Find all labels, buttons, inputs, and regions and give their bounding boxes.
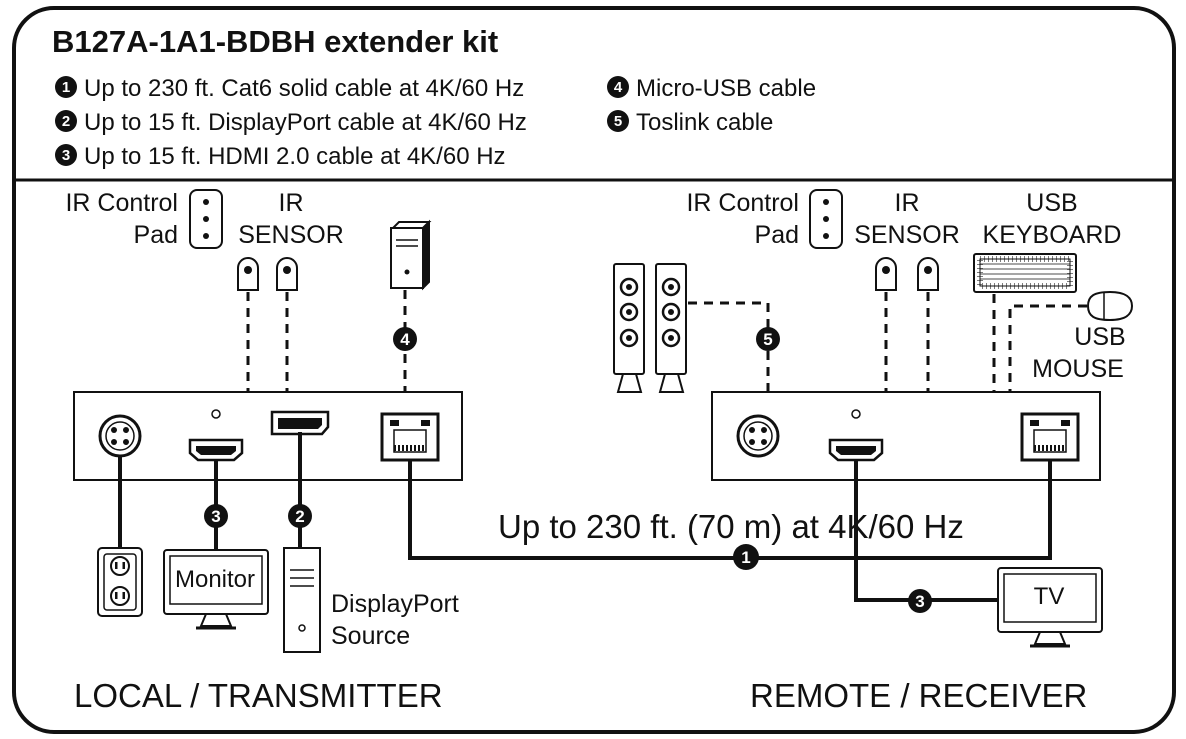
legend-text-5: Toslink cable xyxy=(636,109,773,136)
local-hdmi-cable-badge-number: 3 xyxy=(211,507,220,526)
legend-text-2: Up to 15 ft. DisplayPort cable at 4K/60 … xyxy=(84,109,527,136)
usb-keyboard-label-line1: USB xyxy=(1026,189,1077,217)
displayport-cable-badge xyxy=(288,504,312,528)
displayport-cable-badge-number: 2 xyxy=(295,507,304,526)
monitor-label: Monitor xyxy=(175,566,255,593)
local-displayport-port-icon xyxy=(270,410,330,436)
kit-title: B127A-1A1-BDBH extender kit xyxy=(52,24,498,59)
legend-badge-1-number: 1 xyxy=(62,79,70,96)
usb-cable-badge-number: 4 xyxy=(400,330,410,349)
remote-ir-pad-label-line1: IR Control xyxy=(686,189,799,217)
usb-keyboard-icon xyxy=(973,253,1077,293)
legend-item-3: 3 Up to 15 ft. HDMI 2.0 cable at 4K/60 H… xyxy=(55,143,506,170)
local-ir-led-icon xyxy=(211,409,221,419)
cat6-cable xyxy=(408,460,1052,560)
legend-badge-5-number: 5 xyxy=(614,113,622,130)
legend-text-3: Up to 15 ft. HDMI 2.0 cable at 4K/60 Hz xyxy=(84,143,506,170)
usb-mouse-cable xyxy=(1008,304,1087,392)
legend-badge-3-number: 3 xyxy=(62,147,70,164)
link-distance-label: Up to 230 ft. (70 m) at 4K/60 Hz xyxy=(498,508,964,545)
legend-badge-5 xyxy=(607,110,629,132)
remote-ir-led-icon xyxy=(851,409,861,419)
legend-badge-4 xyxy=(607,76,629,98)
local-ir-sensor-label-line1: IR xyxy=(279,189,304,217)
local-section-label: LOCAL / TRANSMITTER xyxy=(74,677,443,714)
legend-item-4: 4 Micro-USB cable xyxy=(607,75,816,102)
toslink-cable-badge xyxy=(756,327,780,351)
speaker-icon-right xyxy=(655,263,687,393)
tv-label: TV xyxy=(1034,583,1065,610)
remote-hdmi-cable-badge-number: 3 xyxy=(915,592,924,611)
legend-item-2: 2 Up to 15 ft. DisplayPort cable at 4K/6… xyxy=(55,109,527,136)
usb-mouse-icon xyxy=(1086,290,1134,322)
remote-ir-sensor-icon-b xyxy=(917,257,939,291)
remote-ir-sensor-label-line1: IR xyxy=(895,189,920,217)
displayport-source-label-line2: Source xyxy=(331,622,410,650)
cat6-cable-badge-number: 1 xyxy=(741,548,750,567)
toslink-cable-badge-number: 5 xyxy=(763,330,772,349)
usb-cable-badge xyxy=(393,327,417,351)
local-rj45-port-icon xyxy=(380,412,440,462)
local-hdmi-cable-badge xyxy=(204,504,228,528)
monitor-icon xyxy=(163,549,269,630)
local-ir-sensor-label-line2: SENSOR xyxy=(238,221,344,249)
remote-hdmi-port-icon xyxy=(828,438,884,462)
remote-section-label: REMOTE / RECEIVER xyxy=(750,677,1087,714)
legend-badge-4-number: 4 xyxy=(614,79,623,96)
speaker-icon-left xyxy=(613,263,645,393)
legend-badge-1 xyxy=(55,76,77,98)
local-ir-pad-label-line2: Pad xyxy=(134,221,178,249)
cat6-cable-badge xyxy=(733,544,759,570)
remote-power-port-icon xyxy=(736,414,780,458)
legend-item-5: 5 Toslink cable xyxy=(607,109,773,136)
displayport-source-tower-icon xyxy=(283,547,321,653)
remote-ir-sensor-label-line2: SENSOR xyxy=(854,221,960,249)
local-hdmi-port-icon xyxy=(188,438,244,462)
usb-mouse-label-line1: USB xyxy=(1074,323,1125,351)
local-power-port-icon xyxy=(98,414,142,458)
usb-keyboard-label-line2: KEYBOARD xyxy=(983,221,1122,249)
legend-badge-2 xyxy=(55,110,77,132)
legend-text-1: Up to 230 ft. Cat6 solid cable at 4K/60 … xyxy=(84,75,524,102)
remote-ir-sensor-icon-a xyxy=(875,257,897,291)
remote-ir-pad-label-line2: Pad xyxy=(755,221,799,249)
local-ir-pad-label-line1: IR Control xyxy=(65,189,178,217)
legend-item-1: 1 Up to 230 ft. Cat6 solid cable at 4K/6… xyxy=(55,75,524,102)
legend-text-4: Micro-USB cable xyxy=(636,75,816,102)
tv-icon xyxy=(997,567,1103,648)
remote-hdmi-cable-badge xyxy=(908,589,932,613)
displayport-source-label-line1: DisplayPort xyxy=(331,590,459,618)
local-ir-control-pad-icon xyxy=(189,189,223,249)
remote-hdmi-cable xyxy=(854,460,1000,602)
remote-ir-control-pad-icon xyxy=(809,189,843,249)
usb-mouse-label-line2: MOUSE xyxy=(1032,355,1124,383)
legend-badge-3 xyxy=(55,144,77,166)
legend-badge-2-number: 2 xyxy=(62,113,70,130)
local-power-outlet-icon xyxy=(97,547,143,617)
toslink-cable xyxy=(688,301,770,392)
local-computer-tower-icon xyxy=(390,219,432,291)
local-ir-sensor-icon-a xyxy=(237,257,259,291)
local-ir-sensor-icon-b xyxy=(276,257,298,291)
remote-rj45-port-icon xyxy=(1020,412,1080,462)
